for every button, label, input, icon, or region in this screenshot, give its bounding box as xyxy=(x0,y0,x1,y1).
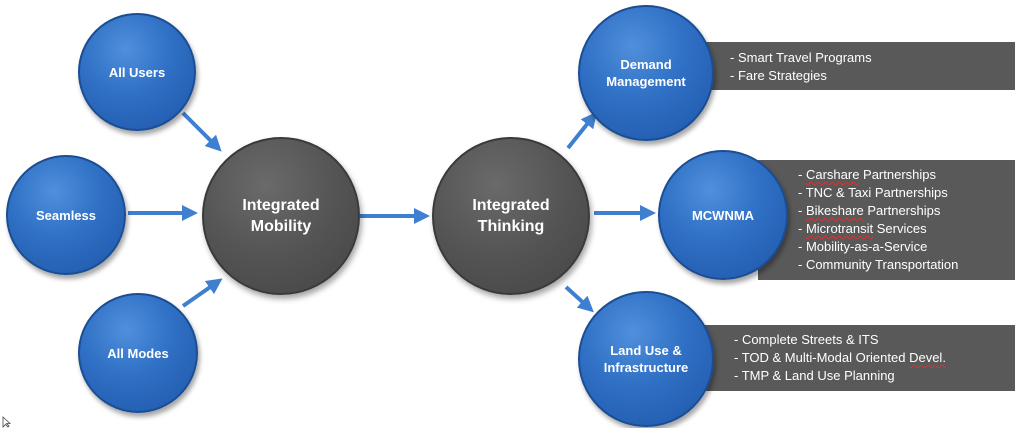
node-seamless-label: Seamless xyxy=(36,207,96,223)
node-demand-management-line: Demand xyxy=(620,57,672,72)
node-integrated-mobility: Integrated Mobility xyxy=(202,137,360,295)
node-land-use-line: Infrastructure xyxy=(603,360,689,375)
node-integrated-thinking-line: Thinking xyxy=(477,218,545,235)
land-use-item: - TOD & Multi-Modal Oriented Devel. xyxy=(734,350,946,365)
node-mcwnma: MCWNMA xyxy=(658,150,788,280)
node-all-modes-label: All Modes xyxy=(107,345,169,361)
node-all-users-label: All Users xyxy=(108,64,166,80)
node-land-use-line: Land Use & xyxy=(610,343,682,358)
mcwnma-item: - Bikeshare Partnerships xyxy=(798,203,941,218)
arrow-all-modes-to-mobility xyxy=(181,278,223,308)
node-all-users: All Users xyxy=(78,13,196,131)
demand-management-box: - Smart Travel Programs - Fare Strategie… xyxy=(702,42,1015,90)
land-use-item: - Complete Streets & ITS xyxy=(734,332,879,347)
node-demand-management: Demand Management xyxy=(578,5,714,141)
node-integrated-thinking-line: Integrated xyxy=(472,197,550,214)
land-use-item: - TMP & Land Use Planning xyxy=(734,368,895,383)
arrow-thinking-to-demand xyxy=(566,111,597,150)
mcwnma-item: - TNC & Taxi Partnerships xyxy=(798,185,948,200)
node-integrated-mobility-line: Mobility xyxy=(250,218,312,235)
demand-item: - Fare Strategies xyxy=(730,68,827,83)
mcwnma-item: - Carshare Partnerships xyxy=(798,167,937,182)
node-mcwnma-label: MCWNMA xyxy=(691,207,755,223)
mcwnma-item: - Mobility-as-a-Service xyxy=(798,239,928,254)
arrow-all-users-to-mobility xyxy=(181,111,222,152)
mcwnma-item: - Community Transportation xyxy=(798,257,959,272)
demand-item: - Smart Travel Programs xyxy=(730,50,872,65)
node-land-use: Land Use & Infrastructure xyxy=(578,291,714,427)
mcwnma-item: - Microtransit Services xyxy=(798,221,927,236)
node-seamless: Seamless xyxy=(6,155,126,275)
node-demand-management-line: Management xyxy=(606,74,686,89)
node-all-modes: All Modes xyxy=(78,293,198,413)
arrow-thinking-to-land-use xyxy=(564,285,594,313)
mcwnma-box: - Carshare Partnerships - TNC & Taxi Par… xyxy=(758,160,1015,280)
land-use-box: - Complete Streets & ITS - TOD & Multi-M… xyxy=(702,325,1015,391)
node-integrated-thinking: Integrated Thinking xyxy=(432,137,590,295)
mouse-cursor-icon xyxy=(2,416,12,428)
node-integrated-mobility-line: Integrated xyxy=(242,197,320,214)
